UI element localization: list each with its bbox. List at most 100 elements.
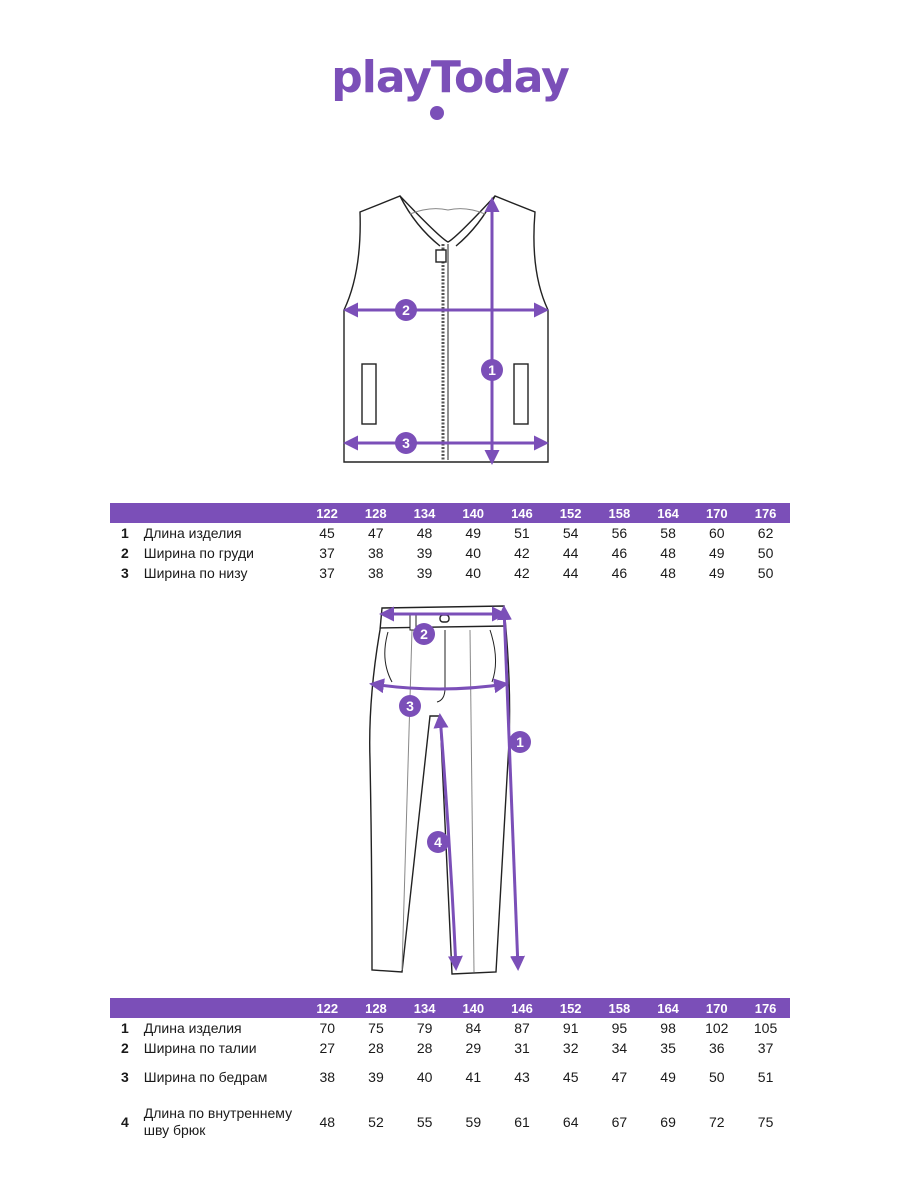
cell-value: 49 <box>660 1069 676 1085</box>
size-header: 146 <box>497 998 547 1018</box>
size-header: 158 <box>595 503 644 523</box>
cell-value: 39 <box>416 565 433 581</box>
cell-value: 87 <box>514 1020 530 1036</box>
cell-value: 56 <box>611 525 628 541</box>
cell-value: 51 <box>757 1069 774 1085</box>
pants-measures <box>369 605 526 971</box>
cell-value: 37 <box>757 1040 774 1056</box>
cell-value: 41 <box>465 1069 482 1085</box>
vest-size-table: 122 128 134 140 146 152 158 164 170 176 … <box>110 503 790 583</box>
cell-value: 29 <box>465 1040 482 1056</box>
cell-value: 46 <box>611 545 628 561</box>
size-header: 152 <box>546 503 595 523</box>
size-header: 170 <box>692 998 742 1018</box>
cell-value: 31 <box>514 1040 530 1056</box>
cell-value: 61 <box>514 1114 530 1130</box>
row-label: Ширина по талии <box>143 1039 257 1056</box>
cell-value: 70 <box>319 1020 336 1036</box>
cell-value: 55 <box>416 1114 433 1130</box>
size-header: 140 <box>448 998 498 1018</box>
cell-value: 105 <box>753 1020 778 1036</box>
cell-value: 38 <box>367 545 384 561</box>
cell-value: 47 <box>367 525 384 541</box>
cell-value: 49 <box>465 525 481 541</box>
cell-value: 64 <box>562 1114 579 1130</box>
vest-collar-inner <box>409 208 486 215</box>
row-label: Ширина по груди <box>143 544 254 561</box>
row-label: Длина по внутреннему шву брюк <box>143 1105 293 1138</box>
cell-value: 35 <box>660 1040 676 1056</box>
logo-dot <box>430 106 444 120</box>
cell-value: 75 <box>757 1114 774 1130</box>
cell-value: 62 <box>757 525 774 541</box>
cell-value: 28 <box>368 1040 384 1056</box>
cell-value: 95 <box>611 1020 628 1036</box>
size-header: 134 <box>400 503 449 523</box>
cell-value: 46 <box>611 565 628 581</box>
cell-value: 48 <box>660 565 676 581</box>
cell-value: 39 <box>416 545 433 561</box>
cell-value: 50 <box>757 565 774 581</box>
row-number: 3 <box>120 565 129 581</box>
pants-size-table: 122 128 134 140 146 152 158 164 170 176 … <box>110 998 790 1148</box>
row-label: Длина изделия <box>143 524 242 541</box>
row-label: Ширина по низу <box>143 564 248 581</box>
cell-value: 72 <box>708 1114 725 1130</box>
cell-value: 38 <box>319 1069 336 1085</box>
table-row: 1 Длина изделия 45 47 48 49 51 54 56 58 … <box>110 523 790 543</box>
cell-value: 50 <box>757 545 774 561</box>
pants-measure-length <box>496 605 526 971</box>
cell-value: 47 <box>611 1069 628 1085</box>
cell-value: 50 <box>708 1069 725 1085</box>
vest-marker-1: 1 <box>481 359 503 381</box>
cell-value: 54 <box>562 525 579 541</box>
cell-value: 42 <box>514 565 530 581</box>
pants-marker-1: 1 <box>509 731 531 753</box>
row-label: Ширина по бедрам <box>143 1068 268 1085</box>
cell-value: 59 <box>465 1114 482 1130</box>
cell-value: 102 <box>705 1020 729 1036</box>
cell-value: 42 <box>514 545 530 561</box>
vest-pocket-right <box>513 363 529 425</box>
pants-drawing <box>369 605 511 975</box>
cell-value: 40 <box>465 565 481 581</box>
vest-drawing <box>343 195 549 463</box>
size-header: 176 <box>741 503 790 523</box>
size-header: 152 <box>546 998 596 1018</box>
size-header: 164 <box>643 503 693 523</box>
size-header: 140 <box>448 503 498 523</box>
svg-text:1: 1 <box>516 734 524 750</box>
vest-measures <box>343 197 549 465</box>
cell-value: 98 <box>660 1020 676 1036</box>
cell-value: 44 <box>562 545 579 561</box>
size-header: 134 <box>400 998 449 1018</box>
pants-pocket-left <box>384 631 393 683</box>
cell-value: 91 <box>562 1020 579 1036</box>
svg-text:3: 3 <box>402 435 410 451</box>
cell-value: 45 <box>319 525 335 541</box>
size-header: 176 <box>741 998 790 1018</box>
row-number: 2 <box>120 545 129 561</box>
cell-value: 36 <box>708 1040 725 1056</box>
table-row: 3 Ширина по низу 37 38 39 40 42 44 46 48… <box>110 563 790 583</box>
cell-value: 52 <box>368 1114 384 1130</box>
cell-value: 27 <box>319 1040 336 1056</box>
cell-value: 67 <box>611 1114 628 1130</box>
cell-value: 32 <box>562 1040 579 1056</box>
cell-value: 84 <box>465 1020 482 1036</box>
table-row: 1 Длина изделия 70 75 79 84 87 91 95 98 … <box>110 1018 790 1038</box>
table-row: 3 Ширина по бедрам 38 39 40 41 43 45 47 … <box>110 1058 790 1096</box>
size-header: 164 <box>643 998 693 1018</box>
pants-marker-4: 4 <box>427 831 449 853</box>
vest-pocket-left <box>361 363 377 425</box>
size-header: 128 <box>351 998 401 1018</box>
pants-pocket-right <box>489 629 496 683</box>
pants-button <box>439 614 450 623</box>
svg-text:4: 4 <box>434 834 442 850</box>
pants-outline <box>369 605 511 975</box>
size-header: 170 <box>692 503 742 523</box>
table-row: 4 Длина по внутреннему шву брюк 48 52 55… <box>110 1096 790 1148</box>
cell-value: 49 <box>709 545 725 561</box>
row-number: 1 <box>120 1020 129 1036</box>
